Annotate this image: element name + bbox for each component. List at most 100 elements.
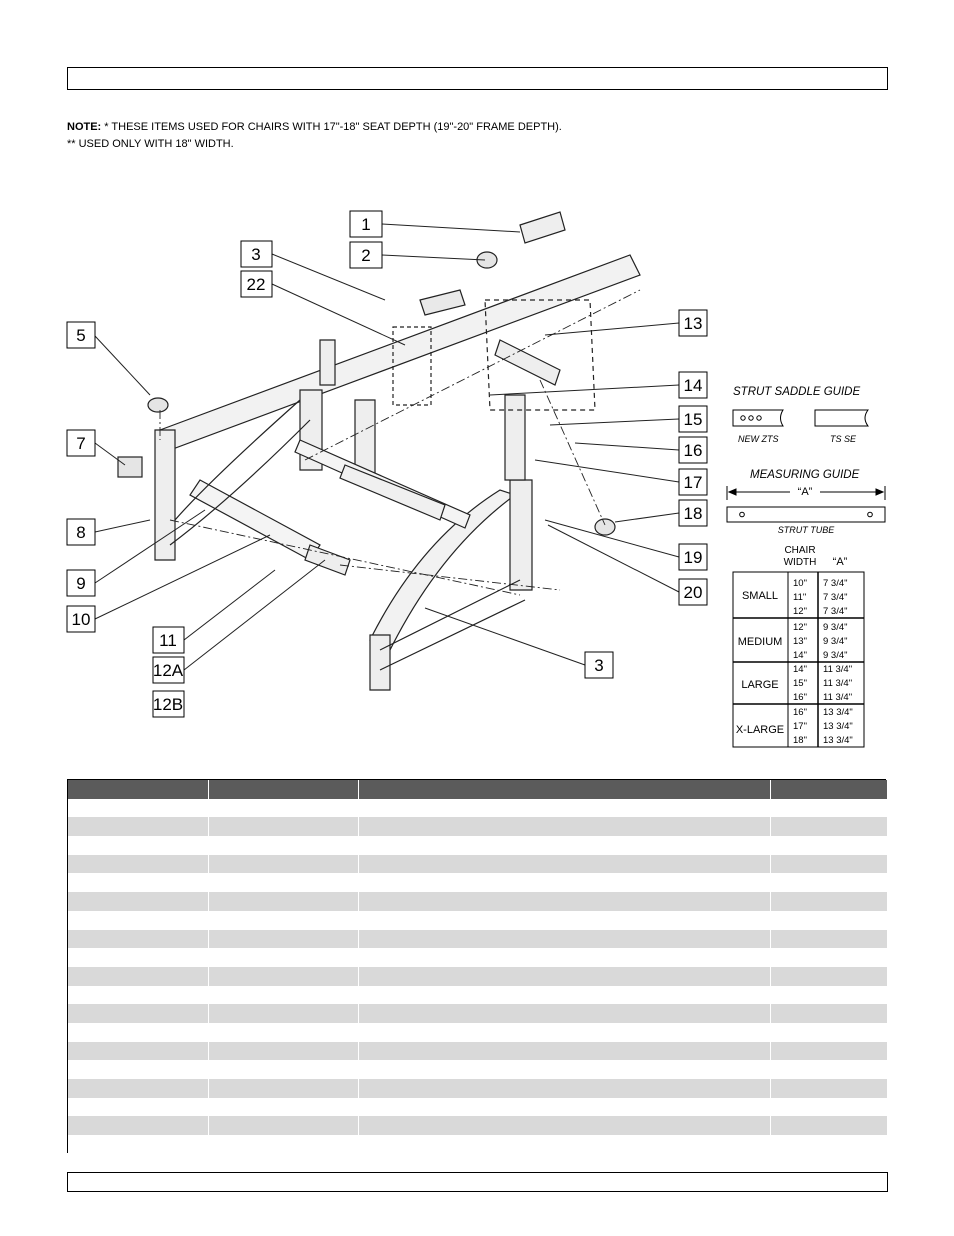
svg-text:8: 8 — [76, 523, 85, 542]
table-cell — [68, 817, 209, 837]
svg-text:7: 7 — [76, 434, 85, 453]
table-cell — [358, 892, 771, 911]
strut-tube-icon — [726, 506, 886, 523]
table-row — [68, 1079, 888, 1098]
table-cell — [770, 966, 888, 986]
svg-text:1: 1 — [361, 215, 370, 234]
table-cell — [770, 892, 888, 911]
a-cell: 13 3/4" — [823, 707, 853, 718]
table-cell — [208, 1022, 359, 1042]
table-cell — [68, 836, 209, 855]
width-cell: 15" — [793, 678, 807, 689]
table-cell — [208, 948, 359, 967]
table-cell — [68, 966, 209, 986]
table-cell — [770, 929, 888, 949]
size-table-header-a: “A” — [833, 556, 848, 568]
callout-12a: 12A — [152, 656, 185, 684]
table-row — [68, 798, 888, 818]
table-cell — [358, 817, 771, 837]
table-cell — [208, 1041, 359, 1061]
a-cell: 9 3/4" — [823, 636, 848, 647]
table-cell — [770, 780, 888, 799]
callout-20: 20 — [678, 578, 708, 606]
table-cell — [208, 1079, 359, 1098]
table-cell — [770, 985, 888, 1005]
callout-2: 2 — [349, 241, 383, 269]
a-cell: 7 3/4" — [823, 578, 848, 589]
size-xlarge: X-LARGE — [736, 724, 784, 736]
svg-text:13: 13 — [684, 314, 703, 333]
table-cell — [68, 910, 209, 930]
table-cell — [770, 1060, 888, 1079]
table-cell — [208, 817, 359, 837]
table-cell — [68, 780, 209, 799]
svg-text:3: 3 — [594, 656, 603, 675]
table-cell — [358, 780, 771, 799]
callout-1: 1 — [349, 210, 383, 238]
table-cell — [358, 948, 771, 967]
callout-16: 16 — [678, 436, 708, 464]
table-cell — [358, 1041, 771, 1061]
table-cell — [770, 1079, 888, 1098]
table-row — [68, 1097, 888, 1117]
a-cell: 13 3/4" — [823, 721, 853, 732]
table-row — [68, 966, 888, 986]
table-cell — [770, 1041, 888, 1061]
table-row — [68, 1041, 888, 1061]
table-cell — [208, 873, 359, 893]
callout-8: 8 — [66, 518, 96, 546]
callout-19: 19 — [678, 543, 708, 571]
table-cell — [68, 929, 209, 949]
saddle-new-zts-icon — [732, 409, 784, 427]
size-table-grid — [732, 571, 865, 748]
table-cell — [208, 1060, 359, 1079]
a-cell: 13 3/4" — [823, 735, 853, 746]
width-cell: 16" — [793, 707, 807, 718]
svg-text:12B: 12B — [153, 695, 183, 714]
a-cell: 11 3/4" — [823, 678, 852, 689]
table-cell — [358, 798, 771, 818]
measuring-guide-title: MEASURING GUIDE — [750, 469, 860, 481]
table-cell — [208, 780, 359, 799]
table-cell — [68, 1022, 209, 1042]
table-cell — [208, 1116, 359, 1136]
table-cell — [358, 836, 771, 855]
table-cell — [68, 1135, 209, 1154]
a-cell: 7 3/4" — [823, 592, 848, 603]
callout-12b: 12B — [152, 690, 185, 718]
table-row — [68, 1116, 888, 1136]
table-cell — [770, 1116, 888, 1136]
table-cell — [68, 1041, 209, 1061]
callout-10: 10 — [66, 605, 96, 633]
table-row — [68, 985, 888, 1005]
svg-text:20: 20 — [684, 583, 703, 602]
callout-5: 5 — [66, 321, 96, 349]
width-cell: 17" — [793, 721, 807, 732]
width-cell: 16" — [793, 692, 807, 703]
svg-text:3: 3 — [251, 245, 260, 264]
table-cell — [358, 854, 771, 874]
a-cell: 11 3/4" — [823, 664, 852, 675]
table-cell — [68, 1060, 209, 1079]
saddle-ts-se-icon — [814, 409, 869, 427]
table-cell — [68, 1004, 209, 1023]
table-cell — [68, 948, 209, 967]
svg-text:9: 9 — [76, 574, 85, 593]
a-cell: 9 3/4" — [823, 650, 848, 661]
table-cell — [208, 966, 359, 986]
note-block: NOTE: * THESE ITEMS USED FOR CHAIRS WITH… — [67, 119, 562, 153]
svg-text:14: 14 — [684, 376, 703, 395]
strut-saddle-guide-title: STRUT SADDLE GUIDE — [733, 386, 860, 398]
width-cell: 12" — [793, 606, 807, 617]
callout-18: 18 — [678, 499, 708, 527]
size-large: LARGE — [741, 679, 778, 691]
dimension-a-label: “A” — [798, 486, 813, 498]
note-line-1: NOTE: * THESE ITEMS USED FOR CHAIRS WITH… — [67, 121, 562, 133]
table-cell — [770, 1135, 888, 1154]
table-cell — [208, 1004, 359, 1023]
svg-text:19: 19 — [684, 548, 703, 567]
table-cell — [358, 1135, 771, 1154]
width-cell: 12" — [793, 622, 807, 633]
callout-7: 7 — [66, 429, 96, 457]
size-medium: MEDIUM — [738, 636, 783, 648]
